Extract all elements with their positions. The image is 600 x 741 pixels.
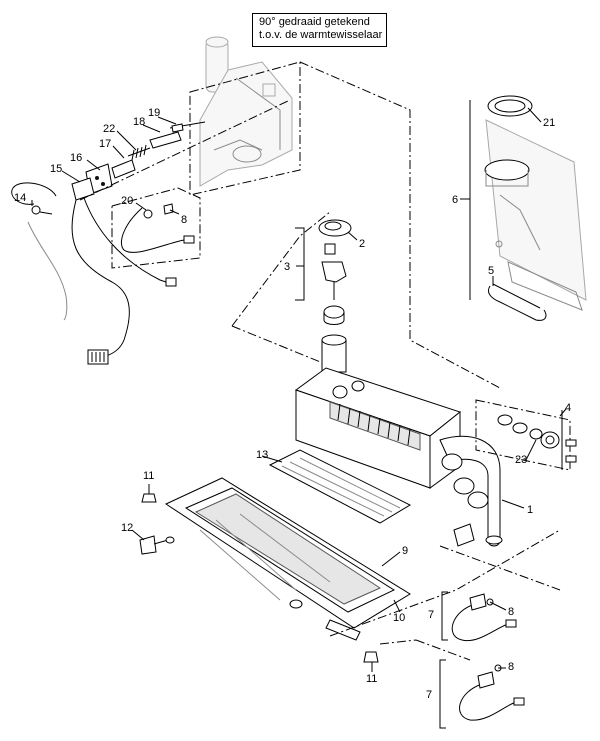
air-separator-3: [295, 219, 352, 325]
callout-2: 2: [359, 238, 366, 250]
callout-7-upper: 7: [428, 609, 435, 621]
bolt-11-top: [141, 493, 157, 503]
bracket-7-upper: [441, 591, 448, 641]
callout-15: 15: [50, 163, 63, 175]
callout-22: 22: [103, 123, 116, 135]
callout-6: 6: [452, 194, 459, 206]
callout-7-lower: 7: [426, 689, 433, 701]
rotated-housing-ghost: [199, 36, 293, 187]
bracket-7-lower: [439, 659, 446, 729]
callout-1: 1: [527, 504, 534, 516]
callout-9: 9: [402, 545, 409, 557]
callout-10: 10: [393, 612, 406, 624]
callout-23: 23: [515, 454, 528, 466]
callout-20: 20: [121, 195, 134, 207]
callout-17: 17: [99, 138, 112, 150]
callout-11-top: 11: [143, 470, 155, 482]
cable-7-upper: [451, 593, 517, 642]
ignition-assembly: [71, 99, 291, 201]
earth-wire-14: [11, 182, 68, 321]
callout-13: 13: [256, 449, 269, 461]
callout-5: 5: [488, 265, 495, 277]
rotation-note-line-1: 90° gedraaid getekend: [259, 16, 370, 28]
leader-lines: [31, 107, 567, 672]
sensor-cable-20: [111, 187, 201, 269]
callout-18: 18: [133, 116, 146, 128]
sensor-12: [139, 535, 175, 555]
rotation-note-line-2: t.o.v. de warmtewisselaar: [259, 29, 383, 41]
callout-3: 3: [284, 261, 291, 273]
top-group-outline: [189, 61, 301, 196]
water-housing-6: [469, 95, 587, 321]
ignition-cable: [71, 197, 177, 365]
callout-12: 12: [121, 522, 134, 534]
callout-16: 16: [70, 152, 83, 164]
burner-9-10: [164, 477, 411, 641]
heat-exchanger-1: [294, 334, 503, 547]
callout-8-sensor: 8: [181, 214, 188, 226]
rotation-note-box: 90° gedraaid getekend t.o.v. de warmtewi…: [252, 13, 387, 47]
callout-19: 19: [148, 107, 161, 119]
callout-8-upper: 8: [508, 606, 515, 618]
fittings-4-23: [475, 399, 577, 471]
callout-11-bottom: 11: [366, 673, 378, 685]
callout-14: 14: [14, 192, 27, 204]
flow-outline-lower: [329, 529, 561, 661]
cable-7-lower: [459, 664, 525, 721]
callout-4: 4: [565, 402, 572, 414]
plate-13: [268, 449, 412, 524]
callout-8-lower: 8: [508, 661, 515, 673]
bolt-11-bottom: [363, 651, 379, 663]
callout-21: 21: [543, 117, 556, 129]
